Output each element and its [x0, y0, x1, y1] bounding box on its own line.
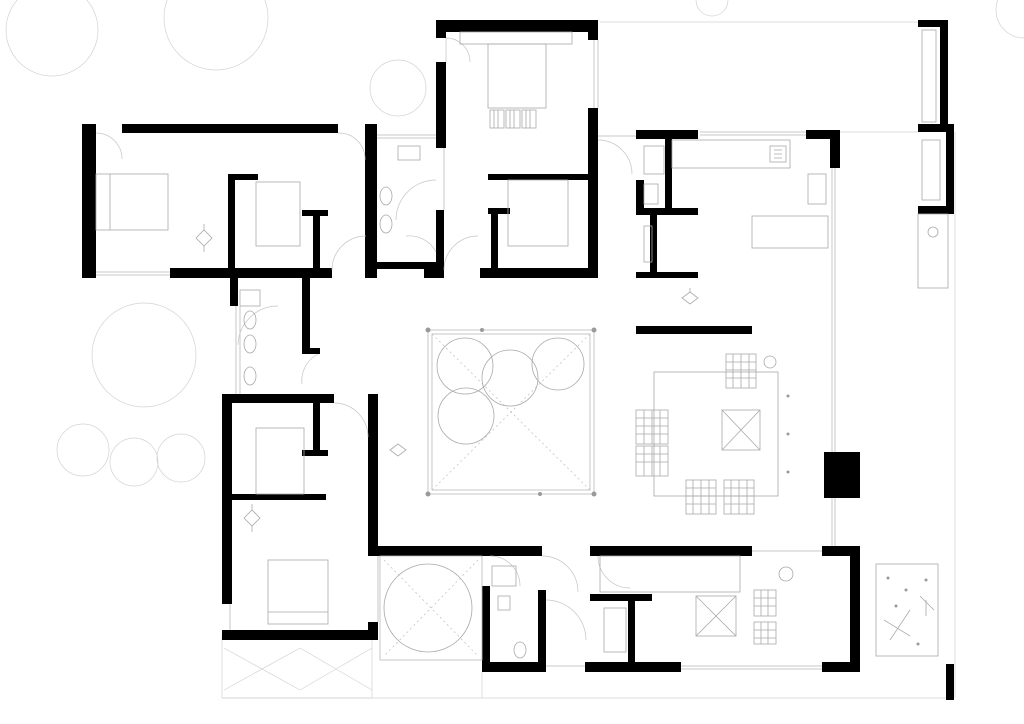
bathroom-south	[491, 565, 527, 659]
wall-segment	[488, 208, 510, 214]
wall-segment	[918, 124, 954, 132]
wall-segment	[436, 20, 598, 32]
wall-segment	[665, 130, 672, 214]
wall-segment	[538, 590, 546, 672]
wall-segment	[482, 586, 490, 672]
bathroom-west	[239, 289, 261, 386]
wall-segment	[232, 494, 326, 500]
patio-southwest	[223, 647, 373, 691]
wall-segment	[302, 278, 310, 354]
wall-segment	[946, 664, 954, 700]
wall-segment	[302, 450, 328, 456]
wall-segment	[436, 62, 446, 148]
wall-segment	[918, 20, 948, 27]
bedroom-west	[95, 173, 301, 252]
wall-segment	[590, 594, 652, 601]
wall-segment	[590, 546, 752, 556]
terrace-east	[875, 29, 949, 657]
wall-segment	[628, 594, 635, 666]
wall-segment	[122, 124, 338, 133]
wall-segment	[368, 622, 378, 640]
wall-segment	[824, 452, 860, 498]
wall-segment	[365, 124, 377, 278]
wall-segment	[424, 262, 444, 278]
wall-segment	[636, 326, 752, 334]
wall-segment	[222, 394, 232, 604]
site-boundary	[221, 21, 956, 699]
patio-south	[379, 555, 483, 661]
wall-segment	[228, 174, 235, 270]
wall-segment	[588, 20, 598, 40]
wall-segment	[222, 630, 378, 640]
wall-segment	[822, 662, 860, 672]
wall-segment	[368, 394, 378, 554]
wall-segment	[170, 268, 332, 278]
wall-segment	[940, 20, 948, 132]
wall-segment	[830, 130, 840, 168]
wall-segment	[436, 20, 446, 38]
site-trees	[5, 0, 1024, 487]
wall-segment	[636, 208, 698, 215]
courtyard	[425, 327, 597, 497]
wall-segment	[850, 546, 860, 670]
wall-segment	[585, 662, 681, 672]
wall-segment	[222, 394, 334, 403]
wall-segment	[377, 262, 437, 269]
bedroom-southwest	[243, 427, 329, 625]
wall-segment	[436, 210, 444, 276]
windows	[96, 40, 836, 670]
studio-south	[599, 555, 794, 653]
wall-segment	[588, 108, 598, 278]
wall-segment	[482, 662, 546, 672]
walls	[82, 20, 954, 700]
bedroom-north	[459, 31, 573, 247]
wall-segment	[822, 546, 860, 556]
wall-segment	[918, 206, 954, 214]
wall-segment	[480, 268, 598, 278]
wall-segment	[230, 278, 238, 306]
doors	[95, 37, 633, 641]
wall-segment	[313, 394, 320, 456]
wall-segment	[946, 124, 954, 214]
wall-segment	[806, 130, 840, 139]
wall-segment	[82, 124, 96, 278]
kitchen	[643, 139, 829, 263]
wall-segment	[636, 180, 644, 210]
wall-segment	[491, 208, 498, 270]
wall-segment	[302, 348, 320, 354]
bathroom-north	[379, 145, 437, 253]
wall-segment	[650, 208, 657, 278]
wall-segment	[228, 174, 258, 180]
wall-segment	[636, 272, 698, 278]
wall-segment	[313, 210, 320, 270]
wall-segment	[488, 174, 588, 180]
wall-segment	[368, 546, 542, 556]
living-area	[389, 288, 790, 515]
